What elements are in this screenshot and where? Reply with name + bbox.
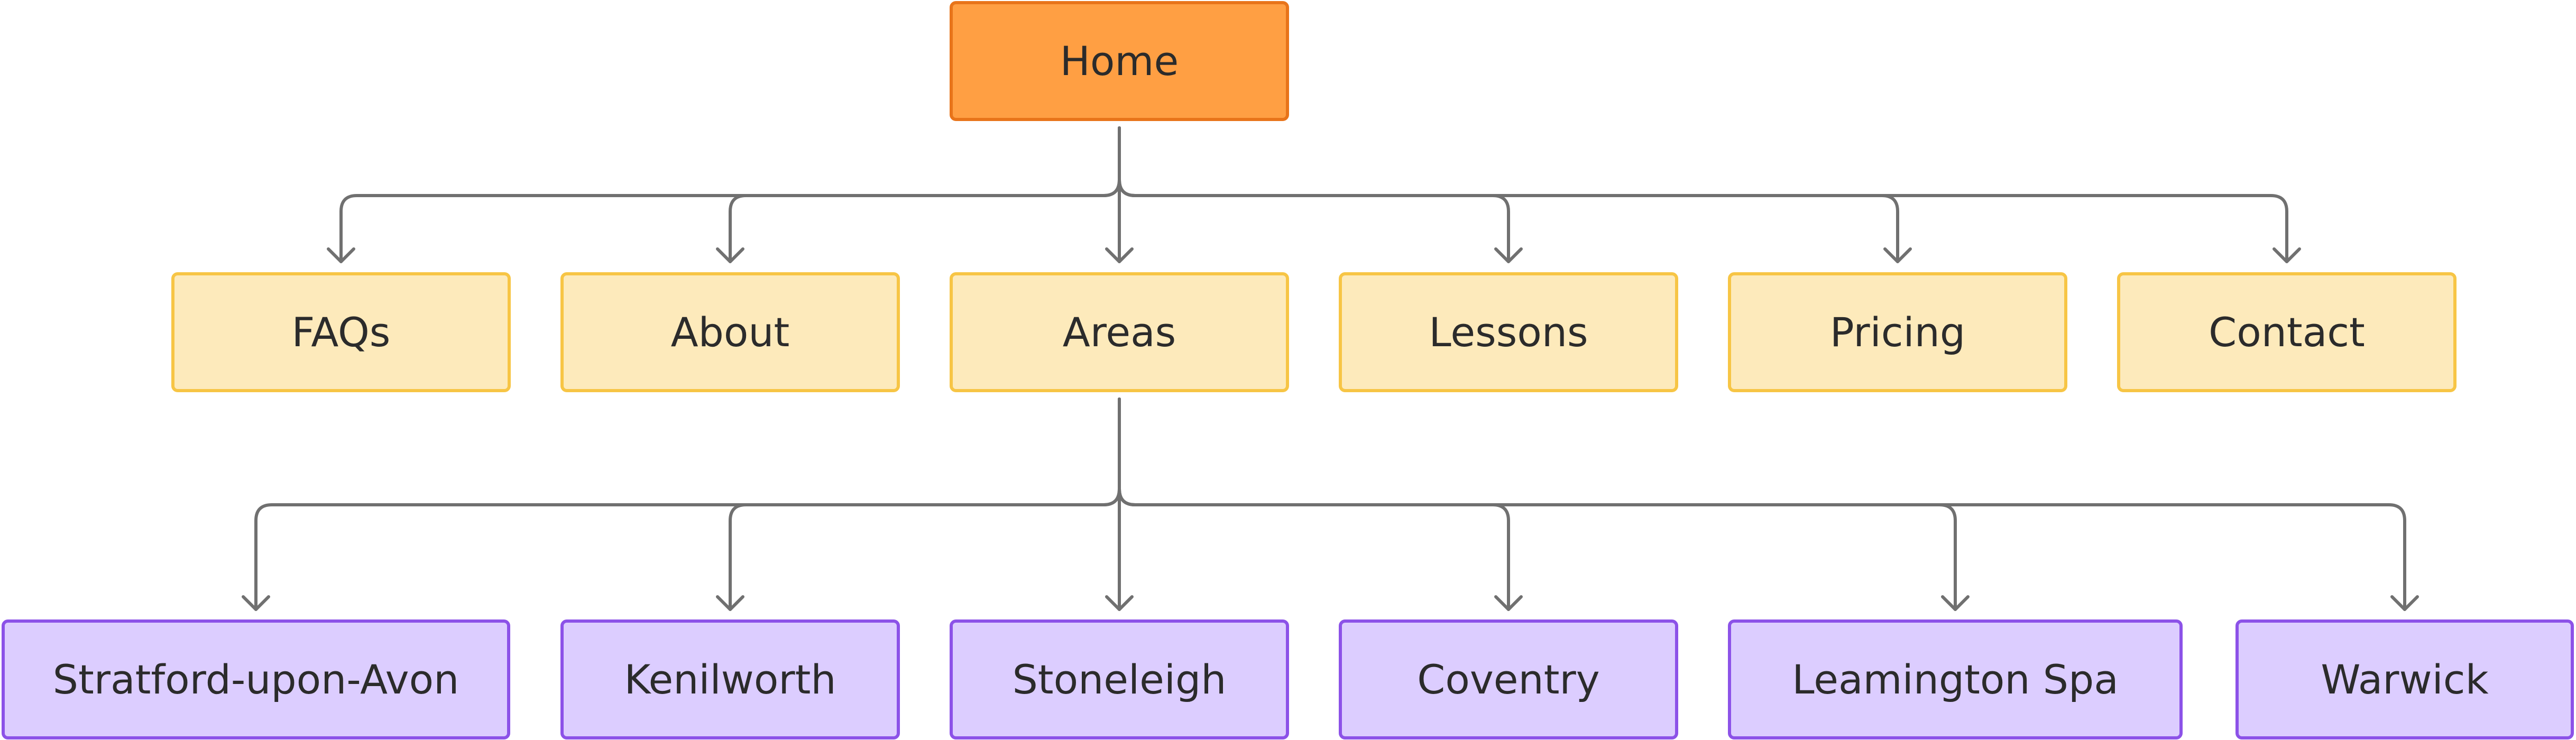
node-stoneleigh: Stoneleigh — [950, 619, 1289, 739]
node-warwick: Warwick — [2235, 619, 2574, 739]
edge-areas-kenilworth — [729, 397, 1121, 611]
node-stratford-upon-avon: Stratford-upon-Avon — [2, 619, 510, 739]
node-home: Home — [950, 1, 1289, 121]
arrowhead-faqs — [327, 247, 355, 263]
node-contact: Contact — [2117, 272, 2457, 392]
arrowhead-about — [716, 247, 744, 263]
node-pricing: Pricing — [1728, 272, 2067, 392]
edge-home-about — [729, 126, 1121, 263]
arrowhead-leamington — [1941, 595, 1970, 611]
edge-home-contact — [1118, 126, 2288, 263]
arrowhead-areas — [1105, 247, 1134, 263]
arrowhead-contact — [2273, 247, 2301, 263]
arrowhead-stoneleigh — [1105, 595, 1134, 611]
node-coventry: Coventry — [1339, 619, 1678, 739]
node-lessons: Lessons — [1339, 272, 1678, 392]
node-about: About — [560, 272, 900, 392]
arrowhead-stratford — [242, 595, 270, 611]
node-leamington-spa: Leamington Spa — [1728, 619, 2183, 739]
edge-areas-warwick — [1118, 397, 2406, 611]
node-kenilworth: Kenilworth — [560, 619, 900, 739]
node-faqs: FAQs — [171, 272, 511, 392]
arrowhead-lessons — [1494, 247, 1523, 263]
arrowhead-coventry — [1494, 595, 1523, 611]
arrowhead-warwick — [2390, 595, 2419, 611]
arrowhead-pricing — [1883, 247, 1912, 263]
arrowhead-kenilworth — [716, 595, 744, 611]
node-areas: Areas — [950, 272, 1289, 392]
